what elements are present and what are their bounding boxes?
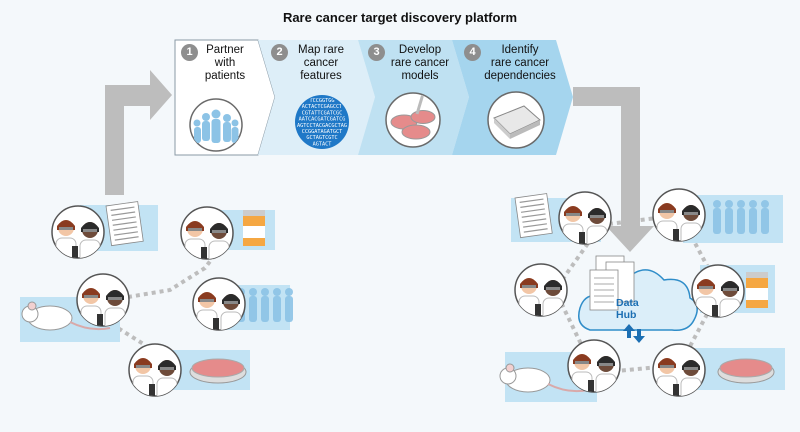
dna-sequence-line: AGTCCTACGACGCTAG [297,123,347,129]
medication-icon [746,272,768,308]
step-2-label: Map rare cancer features [297,44,345,82]
dependency-plate-icon [487,91,545,149]
dna-sequence-line: AGTACT [313,141,332,147]
step-1-number: 1 [181,44,198,61]
petri-dish-icon [189,358,247,384]
diagram-title: Rare cancer target discovery platform [282,10,518,25]
step-4-number: 4 [464,44,481,61]
scientist-icon [128,343,182,397]
sync-arrows-icon [623,324,645,343]
patients-icon [189,98,243,152]
scientist-icon [51,205,105,259]
scientist-icon [652,343,706,397]
scientist-icon [652,188,706,242]
step-3-number: 3 [368,44,385,61]
scientist-icon [192,277,246,331]
dna-sequence-icon: TCCGGTGGACTACTCGAGCCTCGTATTCGATCGCAATCAC… [295,95,349,149]
left-network-links [103,254,216,347]
step-4-label: Identify rare cancer dependencies [484,44,556,82]
data-hub-label: Data Hub [616,297,639,321]
step-1-label: Partner with patients [204,44,246,82]
step-3-label: Develop rare cancer models [390,44,450,82]
patients-icon [713,200,769,234]
patients-circle [514,263,568,317]
cancer-models-icon [385,92,441,148]
dna-sequence-line: GCTAGTCGTC [306,135,337,141]
data-hub-label-line2: Hub [616,309,637,321]
data-hub [578,255,698,343]
petri-dish-icon [717,358,775,384]
document-icon [514,193,553,239]
left-flow-arrow [105,70,172,195]
hub-documents [589,255,635,311]
dna-sequence-line: TCCGGTGG [310,98,335,104]
dna-sequence-line: ACTACTCGAGCCT [302,104,343,110]
medication-icon [243,210,265,246]
data-hub-label-line1: Data [616,297,639,309]
scientist-icon [558,191,612,245]
scientist-icon [180,206,234,260]
scientist-icon [567,339,621,393]
step-2-number: 2 [271,44,288,61]
dna-sequence-line: AATCACGATCGATCG [299,117,346,123]
scientist-icon [691,264,745,318]
mouse-icon [21,301,111,331]
dna-sequence-line: CCGGATAGATGCT [302,129,343,135]
document-icon [105,201,144,247]
dna-sequence-line: CGTATTCGATCGC [302,110,343,116]
right-flow-arrow [573,87,654,252]
